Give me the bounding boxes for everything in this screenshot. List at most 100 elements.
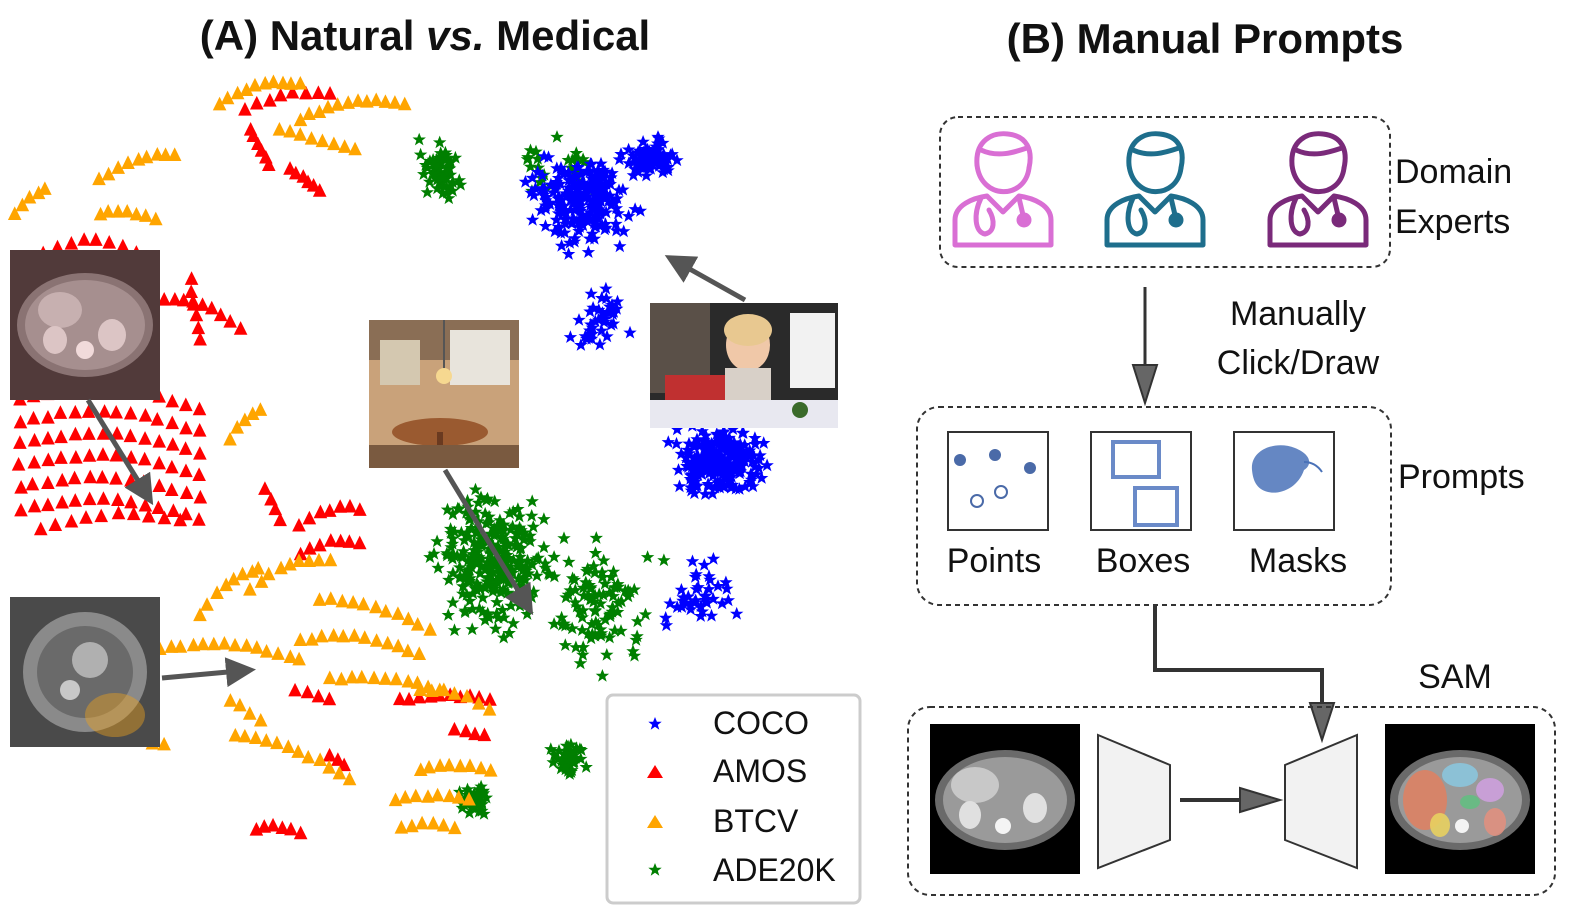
btcv-point (239, 82, 254, 96)
amos-point (178, 441, 193, 455)
amos-point (184, 284, 198, 299)
btcv-point (415, 815, 429, 830)
amos-point (223, 313, 237, 328)
btcv-point (305, 632, 319, 646)
box-icon (1111, 440, 1161, 479)
amos-point (300, 684, 315, 699)
amos-point (273, 87, 288, 102)
amos-point (312, 183, 327, 197)
amos-point (165, 415, 180, 430)
amos-point (68, 426, 83, 441)
coco-point (613, 239, 627, 253)
amos-point (109, 404, 123, 419)
ade20k-point (588, 546, 603, 559)
doctor-icon (952, 131, 1054, 248)
amos-point (126, 506, 141, 521)
amos-point (323, 85, 337, 100)
btcv-point (92, 171, 106, 186)
ade20k-point (447, 623, 462, 637)
amos-point (249, 95, 264, 110)
btcv-point (219, 577, 233, 592)
amos-point (268, 501, 283, 516)
amos-point (94, 508, 109, 523)
amos-point (111, 492, 125, 507)
btcv-point (397, 96, 412, 111)
btcv-point (380, 635, 395, 650)
btcv-point (259, 733, 274, 747)
legend-entry-btcv: BTCV (647, 803, 799, 839)
sam-box (907, 706, 1556, 896)
btcv-point (164, 639, 179, 653)
btcv-point (437, 682, 451, 697)
amos-point (141, 508, 156, 523)
btcv-point (293, 112, 308, 127)
amos-point (447, 721, 462, 736)
legend-label-amos: AMOS (713, 753, 807, 789)
btcv-point (391, 606, 405, 620)
amos-point (191, 320, 206, 335)
amos-point (275, 820, 290, 834)
amos-point (77, 232, 91, 246)
ade20k-point (537, 512, 551, 525)
btcv-point (291, 744, 305, 758)
doctor-icon (1267, 131, 1369, 248)
btcv-point (447, 686, 462, 700)
btcv-point (323, 591, 338, 605)
btcv-point (356, 596, 371, 611)
amos-point (285, 84, 300, 99)
amos-point (284, 821, 298, 836)
amos-point (54, 429, 68, 444)
amos-point (193, 331, 207, 346)
btcv-point (474, 760, 488, 775)
btcv-point (302, 106, 316, 120)
btcv-point (401, 611, 416, 626)
coco-point (685, 554, 700, 568)
amos-point (477, 727, 492, 742)
experts-box (939, 116, 1391, 268)
amos-point (299, 85, 313, 100)
ct-scan-thumbnail (10, 250, 160, 400)
amos-point (27, 498, 42, 513)
amos-point (412, 689, 427, 704)
amos-point (79, 510, 93, 524)
btcv-point (369, 599, 383, 614)
btcv-point (293, 75, 308, 90)
btcv-point (233, 697, 247, 712)
ade20k-point (430, 534, 444, 548)
arrow-ct (85, 398, 154, 506)
btcv-point (304, 131, 319, 145)
ade20k-point (465, 622, 479, 636)
btcv-point (38, 181, 52, 195)
ade20k-point (640, 550, 655, 563)
masks-prompt: Masks (1233, 431, 1347, 580)
points-prompt: Points (947, 431, 1049, 580)
btcv-point (483, 763, 498, 777)
amos-point (14, 502, 28, 517)
btcv-point (424, 683, 439, 697)
btcv-point (281, 739, 296, 753)
btcv-point (398, 789, 413, 804)
amos-point (184, 271, 199, 285)
amos-point (233, 321, 248, 335)
amos-point (150, 412, 165, 426)
btcv-point (196, 636, 210, 651)
ade20k-point (530, 568, 544, 582)
amos-point (89, 232, 103, 246)
btcv-point (436, 817, 451, 832)
amos-point (189, 307, 204, 322)
btcv-point (250, 640, 264, 654)
ade20k-point (446, 595, 460, 609)
amos-point (109, 470, 123, 485)
legend-entry-coco: COCO (648, 705, 809, 741)
btcv-point (412, 646, 427, 661)
ade20k-point (413, 147, 428, 161)
amos-point (322, 691, 337, 706)
amos-point (25, 476, 40, 491)
amos-point (166, 503, 181, 518)
btcv-point (210, 585, 224, 599)
btcv-point (243, 582, 257, 596)
btcv-point (378, 671, 393, 685)
btcv-point (193, 607, 207, 622)
amos-point (110, 426, 124, 440)
amos-point (343, 498, 357, 513)
